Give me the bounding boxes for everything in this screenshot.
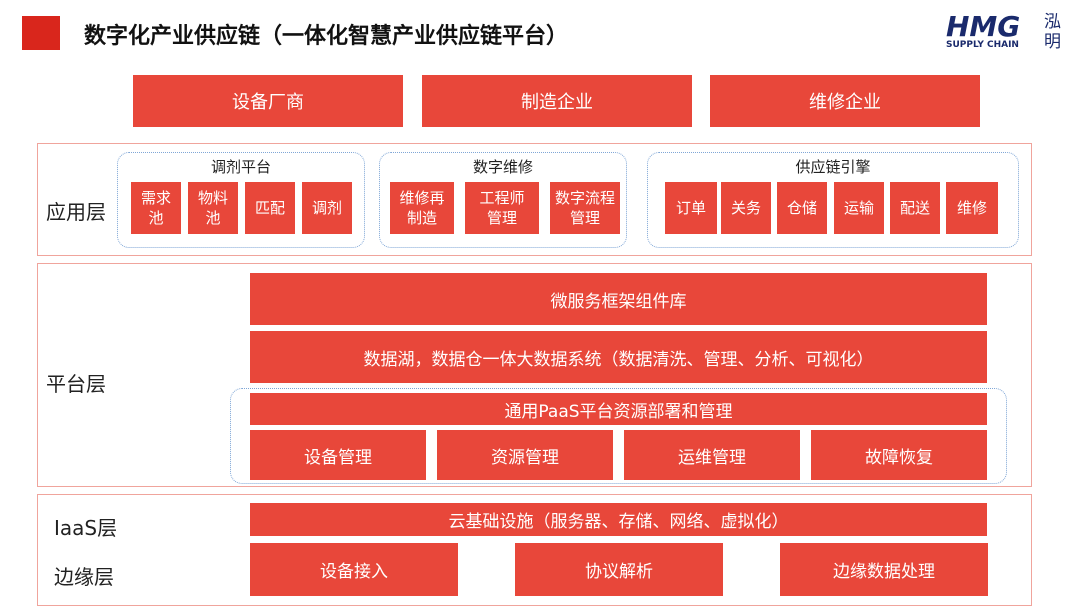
item-demand-pool: 需求池 <box>131 182 181 234</box>
edge-item-device-access: 设备接入 <box>250 543 458 596</box>
group-digital-repair <box>379 152 627 248</box>
item-repair-remanufacture: 维修再制造 <box>390 182 454 234</box>
page-title: 数字化产业供应链（一体化智慧产业供应链平台） <box>84 24 569 49</box>
item-digital-process-management: 数字流程管理 <box>550 182 620 234</box>
paas-item-fault-recovery: 故障恢复 <box>811 430 987 480</box>
iaas-layer-label: IaaS层 <box>54 516 118 540</box>
group-supply-chain-engine <box>647 152 1019 248</box>
company-logo: HMG SUPPLY CHAIN 泓明 <box>940 10 1072 56</box>
application-layer-label: 应用层 <box>46 200 106 224</box>
item-warehousing: 仓储 <box>777 182 827 234</box>
top-box-equipment-maker: 设备厂商 <box>133 75 403 127</box>
group-allocation-title: 调剂平台 <box>210 158 271 176</box>
edge-item-protocol-parsing: 协议解析 <box>515 543 723 596</box>
paas-group <box>230 388 1007 484</box>
logo-subtext: SUPPLY CHAIN <box>946 40 1019 50</box>
top-box-manufacturer: 制造企业 <box>422 75 692 127</box>
item-allocation: 调剂 <box>302 182 352 234</box>
paas-item-resource-management: 资源管理 <box>437 430 613 480</box>
item-material-pool: 物料池 <box>188 182 238 234</box>
paas-bar: 通用PaaS平台资源部署和管理 <box>250 393 987 425</box>
group-allocation-platform <box>117 152 365 248</box>
edge-layer-label: 边缘层 <box>54 565 114 589</box>
item-transport: 运输 <box>834 182 884 234</box>
item-engineer-management: 工程师管理 <box>465 182 539 234</box>
item-repair: 维修 <box>946 182 998 234</box>
item-delivery: 配送 <box>890 182 940 234</box>
top-box-maintenance: 维修企业 <box>710 75 980 127</box>
cloud-infrastructure-bar: 云基础设施（服务器、存储、网络、虚拟化） <box>250 503 987 536</box>
item-matching: 匹配 <box>245 182 295 234</box>
iaas-edge-layer <box>37 494 1032 606</box>
group-supply-chain-engine-title: 供应链引擎 <box>795 158 871 176</box>
logo-chinese: 泓明 <box>1044 12 1061 52</box>
paas-item-ops-management: 运维管理 <box>624 430 800 480</box>
platform-layer <box>37 263 1032 487</box>
item-order: 订单 <box>665 182 717 234</box>
edge-item-edge-data-processing: 边缘数据处理 <box>780 543 988 596</box>
microservice-framework-bar: 微服务框架组件库 <box>250 273 987 325</box>
data-lake-bar: 数据湖，数据仓一体大数据系统（数据清洗、管理、分析、可视化） <box>250 331 987 383</box>
title-accent-block <box>22 16 60 50</box>
logo-text: HMG <box>946 10 1021 43</box>
paas-item-device-management: 设备管理 <box>250 430 426 480</box>
item-customs: 关务 <box>721 182 771 234</box>
application-layer <box>37 143 1032 256</box>
group-digital-repair-title: 数字维修 <box>472 158 533 176</box>
platform-layer-label: 平台层 <box>46 372 106 396</box>
